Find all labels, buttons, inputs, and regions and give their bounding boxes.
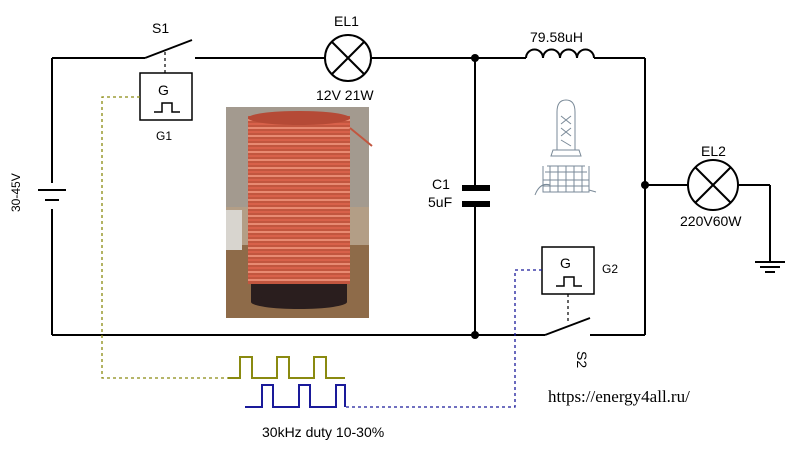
g2-control-line — [345, 269, 542, 408]
coil-body — [248, 116, 350, 284]
switch-s1 — [144, 39, 193, 59]
junction-right — [641, 181, 649, 189]
battery — [38, 183, 66, 209]
site-url[interactable]: https://energy4all.ru/ — [548, 387, 690, 406]
generator-g2: G — [541, 246, 595, 295]
inductor-label: 79.58uH — [530, 29, 583, 45]
coil-photo — [226, 107, 373, 318]
g2-label: G2 — [602, 262, 618, 276]
ground-icon — [755, 261, 785, 273]
el1-label: EL1 — [334, 13, 359, 29]
lamp-el2 — [687, 159, 739, 211]
lamp-el1 — [324, 34, 372, 82]
g2-waveform — [245, 384, 346, 408]
el2-rating: 220V60W — [680, 213, 742, 229]
g1-waveform — [228, 356, 345, 379]
pulse-icon — [556, 276, 582, 287]
g2-symbol: G — [560, 255, 571, 271]
pulse-icon — [154, 102, 180, 113]
switch-s2 — [544, 317, 591, 336]
el2-label: EL2 — [701, 143, 726, 159]
junction-bottom — [471, 331, 479, 339]
s2-label: S2 — [574, 351, 590, 368]
main-wires — [51, 57, 771, 336]
inductor — [525, 48, 595, 59]
tesla-coil-sketch — [534, 99, 597, 196]
generator-g1: G — [139, 72, 193, 121]
capacitor-c1 — [462, 185, 490, 207]
c1-label: C1 — [432, 176, 450, 192]
el1-rating: 12V 21W — [316, 87, 374, 103]
g1-label: G1 — [156, 129, 172, 143]
s1-label: S1 — [152, 20, 169, 36]
g1-control-line — [101, 96, 237, 379]
g1-symbol: G — [158, 82, 169, 98]
junction-top — [471, 54, 479, 62]
battery-label: 30-45V — [9, 173, 23, 212]
c1-value: 5uF — [428, 194, 452, 210]
signal-caption: 30kHz duty 10-30% — [262, 424, 384, 440]
